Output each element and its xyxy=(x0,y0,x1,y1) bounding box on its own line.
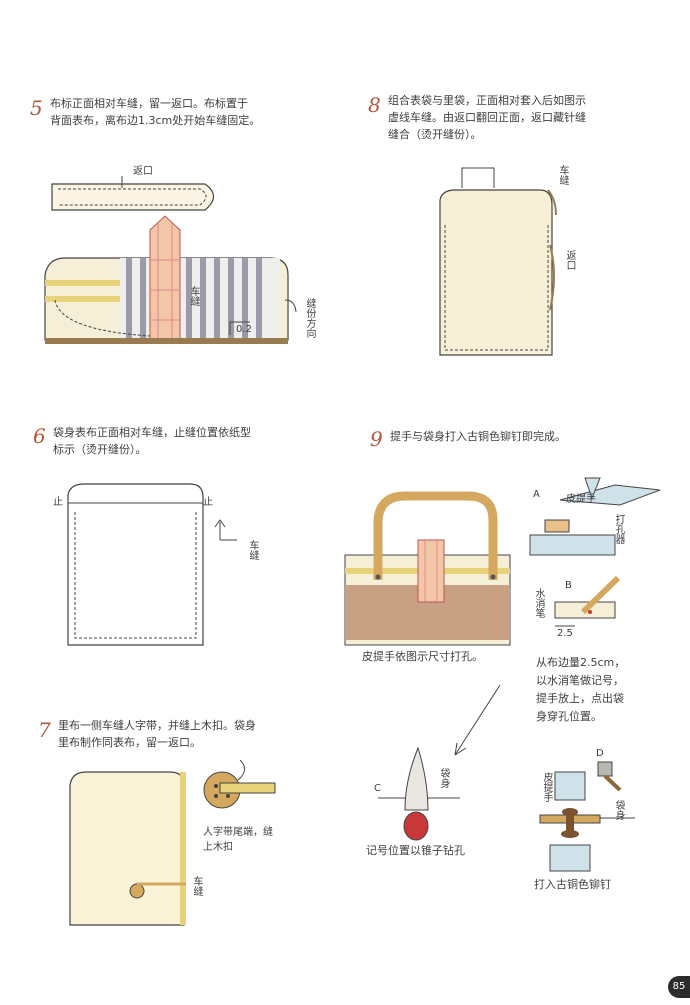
step-9-line-1: 提手与袋身打入古铜色铆钉即完成。 xyxy=(390,430,566,443)
step-6-text: 袋身表布正面相对车缝，止缝位置依纸型 标示（烫开缝份）。 xyxy=(53,424,251,458)
step-8-number: 8 xyxy=(368,93,381,117)
step-7-number: 7 xyxy=(38,718,51,742)
step-7-text: 里布一侧车缝人字带，并缝上木扣。袋身 里布制作同表布，留一返口。 xyxy=(58,717,256,751)
label-daishen-d: 袋身 xyxy=(613,800,624,820)
step-8-line-3: 缝合（烫开缝份）。 xyxy=(388,128,482,141)
ribbon-note-line-1: 人字带尾端，缝 xyxy=(203,827,273,838)
label-fankou-8: 返口 xyxy=(564,250,575,270)
step-6-number: 6 xyxy=(33,424,46,448)
label-daishen-c: 袋身 xyxy=(438,768,449,788)
caption-awl: 记号位置以锥子钻孔 xyxy=(366,844,465,857)
step-8-text: 组合表袋与里袋，正面相对套入后如图示 虚线车缝。由返口翻回正面，返口藏针缝 缝合… xyxy=(388,92,586,143)
label-m25: 2.5 xyxy=(557,628,573,639)
label-c: C xyxy=(374,783,381,794)
ribbon-note-line-2: 上木扣 xyxy=(203,842,233,853)
step-9-text: 提手与袋身打入古铜色铆钉即完成。 xyxy=(390,428,566,445)
step-6-line-1: 袋身表布正面相对车缝，止缝位置依纸型 xyxy=(53,426,251,439)
label-measure-02: 0.2 xyxy=(236,324,252,335)
step-8-line-2: 虚线车缝。由返口翻回正面，返口藏针缝 xyxy=(388,111,586,124)
label-seam-direction: 缝份方向 xyxy=(304,298,315,338)
step-6-line-2: 标示（烫开缝份）。 xyxy=(53,443,147,456)
caption-punch: 皮提手依图示尺寸打孔。 xyxy=(362,650,483,663)
caption-mark-line-4: 身穿孔位置。 xyxy=(536,710,602,723)
label-chefeng-7: 车缝 xyxy=(191,876,202,896)
label-fankou: 返口 xyxy=(133,166,153,177)
step-9-number: 9 xyxy=(370,427,383,451)
ribbon-note: 人字带尾端，缝 上木扣 xyxy=(203,825,273,855)
caption-mark: 从布边量2.5cm， 以水消笔做记号， 提手放上，点出袋 身穿孔位置。 xyxy=(536,654,625,726)
label-dakongqi: 打孔器 xyxy=(613,514,624,544)
label-chefeng-6: 车缝 xyxy=(247,540,258,560)
label-shuixiaobi: 水消笔 xyxy=(533,588,544,618)
label-pitishou-d: 皮提手 xyxy=(541,772,552,802)
step-8-line-1: 组合表袋与里袋，正面相对套入后如图示 xyxy=(388,94,586,107)
caption-rivet: 打入古铜色铆钉 xyxy=(534,878,611,891)
caption-mark-line-2: 以水消笔做记号， xyxy=(536,674,624,687)
step-5-line-2: 背面表布，离布边1.3cm处开始车缝固定。 xyxy=(50,114,261,127)
label-pitishou-a: 皮提手 xyxy=(566,494,596,505)
step-7-line-2: 里布制作同表布，留一返口。 xyxy=(58,736,201,749)
label-chefeng-5: 车缝 xyxy=(188,286,199,306)
label-b: B xyxy=(565,580,572,591)
step-5-number: 5 xyxy=(30,96,43,120)
step-5-line-1: 布标正面相对车缝，留一返口。布标置于 xyxy=(50,97,248,110)
label-zhi-left: 止 xyxy=(53,497,63,508)
label-a: A xyxy=(533,489,540,500)
label-d: D xyxy=(596,748,604,759)
caption-mark-line-3: 提手放上，点出袋 xyxy=(536,692,624,705)
step-5-text: 布标正面相对车缝，留一返口。布标置于 背面表布，离布边1.3cm处开始车缝固定。 xyxy=(50,95,260,129)
step-7-line-1: 里布一侧车缝人字带，并缝上木扣。袋身 xyxy=(58,719,256,732)
label-zhi-right: 止 xyxy=(203,497,213,508)
striped-fabric xyxy=(120,258,280,340)
label-chefeng-8: 车缝 xyxy=(557,165,568,185)
caption-mark-line-1: 从布边量2.5cm， xyxy=(536,656,626,669)
page-number: 85 xyxy=(668,976,690,998)
